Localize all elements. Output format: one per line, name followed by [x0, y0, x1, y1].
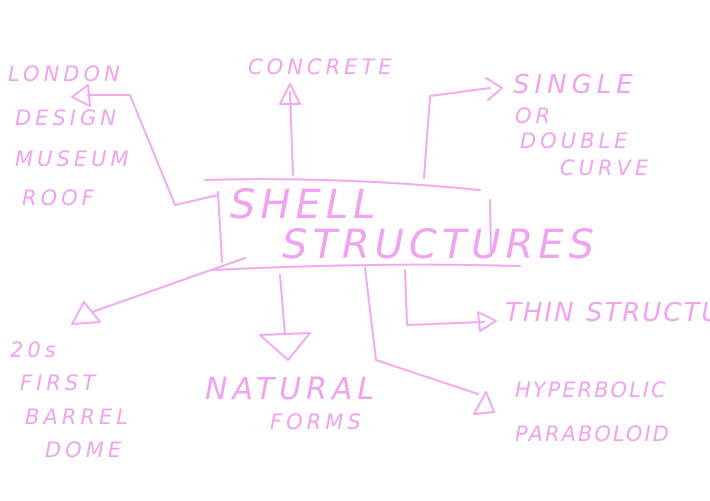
central-title-line1: SHELL: [230, 182, 381, 228]
thin-structure-label: THIN STRUCTURE: [505, 298, 710, 328]
connector-curve: [423, 87, 491, 179]
central-box-right: [489, 199, 492, 257]
london-line2: DESIGN: [15, 106, 120, 130]
barrel-line1: 20s: [10, 338, 60, 362]
connector-hyperbolic: [364, 267, 479, 395]
london-line4: ROOF: [22, 186, 98, 210]
connector-london: [87, 94, 219, 206]
central-box-left: [217, 191, 223, 263]
london-line1: LONDON: [8, 62, 124, 86]
connector-thin: [404, 269, 485, 326]
central-box-bottom: [214, 263, 521, 271]
barrel-line3: BARREL: [25, 405, 132, 429]
arrow-london: [71, 84, 91, 107]
arrow-barrel: [71, 301, 101, 325]
central-box-top: [204, 178, 481, 191]
natural-line1: NATURAL: [205, 372, 380, 407]
concrete-label: CONCRETE: [248, 55, 396, 79]
connector-natural: [279, 274, 286, 335]
barrel-line4: DOME: [45, 438, 126, 462]
curve-line4: CURVE: [560, 156, 653, 180]
hyperbolic-line2: PARABOLOID: [515, 422, 671, 446]
arrow-curve: [485, 77, 503, 101]
central-title-line2: STRUCTURES: [282, 222, 599, 268]
hyperbolic-line1: HYPERBOLIC: [515, 378, 668, 402]
curve-line2: OR: [515, 104, 555, 128]
connector-barrel: [91, 257, 246, 313]
barrel-line2: FIRST: [20, 371, 100, 395]
arrow-thin: [477, 311, 497, 332]
arrow-hyperbolic: [473, 391, 495, 415]
curve-line3: DOUBLE: [520, 129, 632, 153]
curve-line1: SINGLE: [513, 70, 638, 100]
london-line3: MUSEUM: [15, 147, 133, 171]
connector-concrete: [289, 91, 294, 176]
arrow-natural: [259, 332, 311, 361]
arrow-concrete: [279, 83, 301, 105]
natural-line2: FORMS: [270, 410, 365, 434]
